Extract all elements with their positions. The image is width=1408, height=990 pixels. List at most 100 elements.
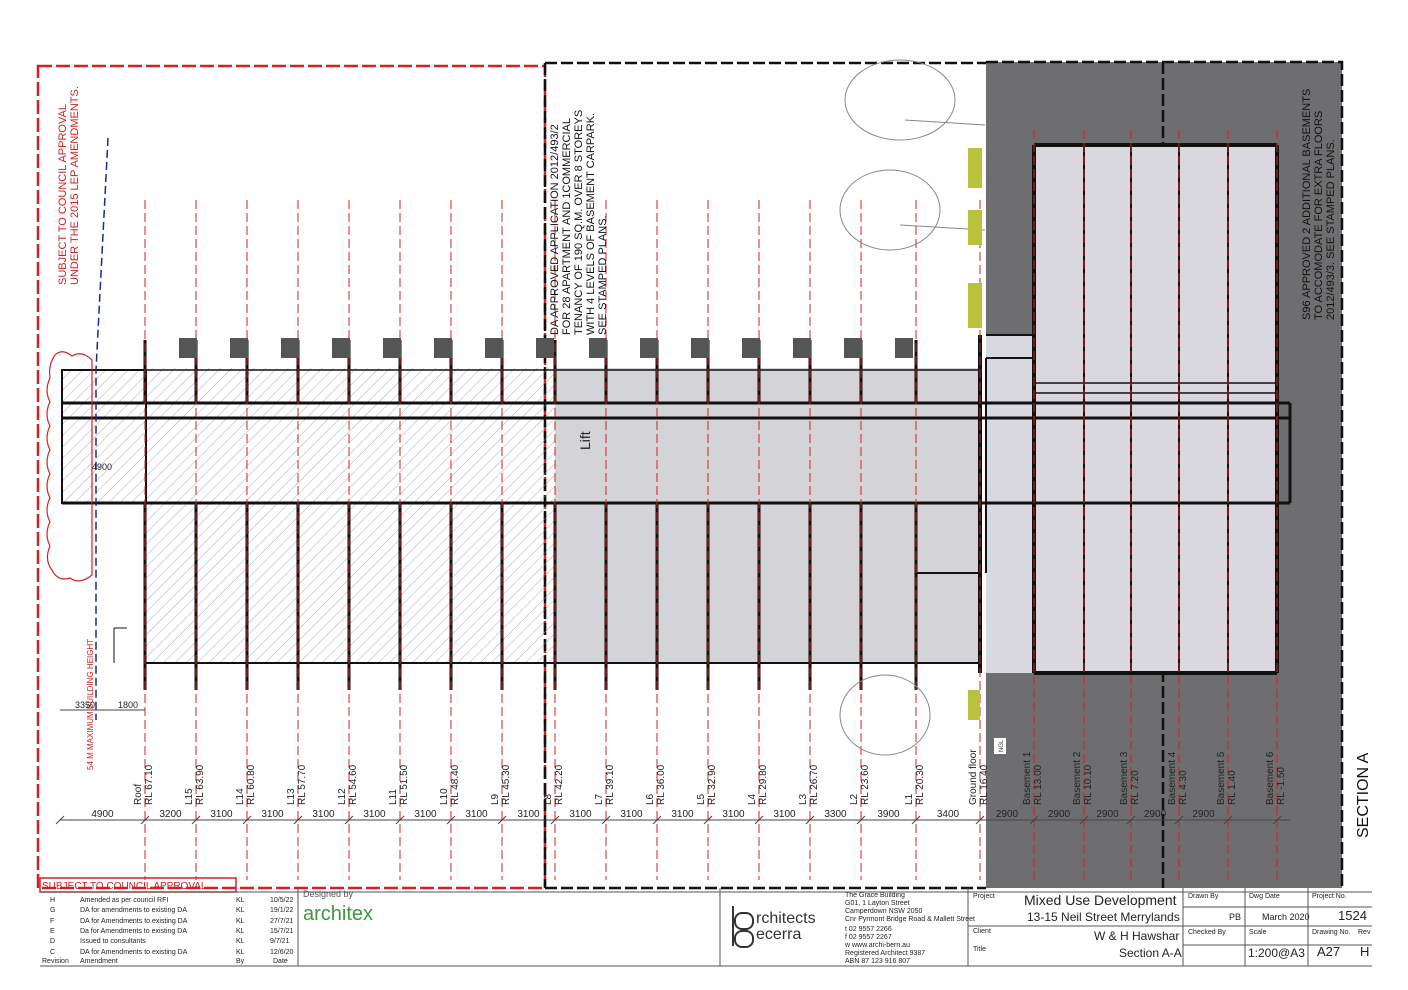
revision-date: 27/7/21: [270, 917, 294, 925]
dimension-tick: [805, 815, 815, 825]
revision-date: 15/7/21: [270, 927, 294, 935]
dimension-value: 2900: [1096, 809, 1119, 820]
dimension-value: 3100: [363, 809, 386, 820]
dimension-tick: [1079, 815, 1089, 825]
designed-by-label: Designed by: [303, 889, 354, 899]
revision-rev: H: [50, 897, 56, 904]
dimension-value: 2900: [996, 809, 1019, 820]
level-label: Basement 3RL 7.20: [1119, 751, 1141, 805]
dwg-date: March 2020: [1262, 912, 1310, 922]
revision-amendment: DA for Amendments to existing DA: [80, 948, 188, 956]
dimension-value: 3100: [465, 809, 488, 820]
da-boundary: [543, 61, 986, 890]
level-label: L13RL 57.70: [286, 764, 308, 805]
dimension-tick: [911, 815, 921, 825]
project-no-label: Project No.: [1312, 893, 1347, 900]
level-label: L3RL 26.70: [798, 764, 820, 805]
lift-label: Lift: [577, 431, 593, 450]
dimension-tick: [754, 815, 764, 825]
balcony-block: [895, 338, 913, 358]
dimension-tick: [293, 815, 303, 825]
level-label: Ground floorRL 16.40: [968, 749, 990, 805]
dimension-value: 3100: [671, 809, 694, 820]
dimension-value: 3300: [824, 809, 847, 820]
balcony-block: [640, 338, 658, 358]
balcony-block: [281, 338, 299, 358]
project-address: 13-15 Neil Street Merrylands: [1027, 910, 1180, 924]
max-height-line: [95, 137, 109, 720]
project-label: Project: [973, 893, 995, 900]
level-label: L8RL 42.20: [543, 764, 565, 805]
rev-header-by: By: [236, 958, 245, 965]
project-name: Mixed Use Development: [1024, 892, 1177, 908]
level-label: L12RL 54.60: [337, 764, 359, 805]
revision-amendment: Issued to consultants: [80, 938, 146, 946]
dimension-tick: [1126, 815, 1136, 825]
level-label: L10RL 48.40: [439, 764, 461, 805]
drawing-no: A27: [1317, 944, 1341, 959]
dimension-value: 3400: [937, 809, 960, 820]
revision-by: KL: [236, 938, 245, 946]
revision-by: KL: [236, 917, 245, 925]
level-label: Basement 1RL 13.00: [1022, 751, 1044, 805]
firm-name-1: rchitects: [756, 910, 816, 927]
revision-rev: E: [50, 927, 55, 935]
dimension-value: 2900: [1192, 809, 1215, 820]
dimension-value: 3100: [210, 809, 233, 820]
revision-rev: C: [50, 948, 56, 956]
dimension-tick: [55, 815, 65, 825]
dimension-value: 3100: [773, 809, 796, 820]
level-label: L1RL 20.30: [904, 764, 926, 805]
dimension-tick: [242, 815, 252, 825]
section-label: SECTION A: [1355, 752, 1372, 838]
rev-header-revision: Revision: [42, 958, 69, 965]
dwg-date-label: Dwg Date: [1249, 893, 1280, 900]
revision-amendment: DA for Amendments to existing DA: [80, 917, 188, 925]
council-note: SUBJECT TO COUNCIL APPROVAL UNDER THE 20…: [57, 86, 81, 285]
revision-by: KL: [236, 907, 245, 915]
dimension-tick: [1272, 815, 1282, 825]
level-label: L9RL 45.30: [490, 764, 512, 805]
client-name: W & H Hawshar: [1094, 929, 1180, 943]
level-label: L4RL 29.80: [747, 764, 769, 805]
scale-label: Scale: [1249, 929, 1267, 936]
dimension-tick: [140, 815, 150, 825]
level-label: L15RL 63.90: [184, 764, 206, 805]
level-label: Basement 4RL 4.30: [1167, 751, 1189, 805]
rev-label: Rev: [1358, 929, 1371, 936]
dimension-value: 4900: [91, 809, 114, 820]
dimension-value: 3100: [414, 809, 437, 820]
designer-name: architex: [303, 903, 374, 925]
revision-rev: G: [50, 907, 56, 915]
level-label: L5RL 32.90: [696, 764, 718, 805]
revision-by: KL: [236, 897, 245, 904]
da-note: DA APPROVED APPLICATION 2012/493/2 FOR 2…: [549, 107, 609, 335]
balcony-block: [793, 338, 811, 358]
dimension-tick: [395, 815, 405, 825]
dimension-tick: [497, 815, 507, 825]
title-label: Title: [973, 946, 986, 953]
dimension-tick: [191, 815, 201, 825]
firm-logo-icon: [732, 906, 756, 948]
scale: 1:200@A3: [1248, 946, 1305, 960]
dimension-tick: [601, 815, 611, 825]
revision-date: 12/6/20: [270, 948, 294, 956]
revision-date: 9/7/21: [270, 938, 290, 946]
level-label: Basement 6RL -1.50: [1265, 751, 1287, 805]
balcony-block: [691, 338, 709, 358]
revision-rev: D: [50, 938, 56, 946]
balcony-block: [230, 338, 248, 358]
level-label: L2RL 23.60: [849, 764, 871, 805]
balcony-block: [434, 338, 452, 358]
dimension-tick: [1029, 815, 1039, 825]
level-grid-lines: [144, 130, 1278, 880]
dimension-value: 3200: [159, 809, 182, 820]
revision-amendment: DA for amendments to existing DA: [80, 907, 187, 915]
dimension-value: 2900: [1144, 809, 1167, 820]
dimension-tick: [1174, 815, 1184, 825]
revision-amendment: Da for Amendments to existing DA: [80, 927, 187, 935]
title-block-frame: [39, 877, 1372, 967]
dimension-value: 3100: [517, 809, 540, 820]
